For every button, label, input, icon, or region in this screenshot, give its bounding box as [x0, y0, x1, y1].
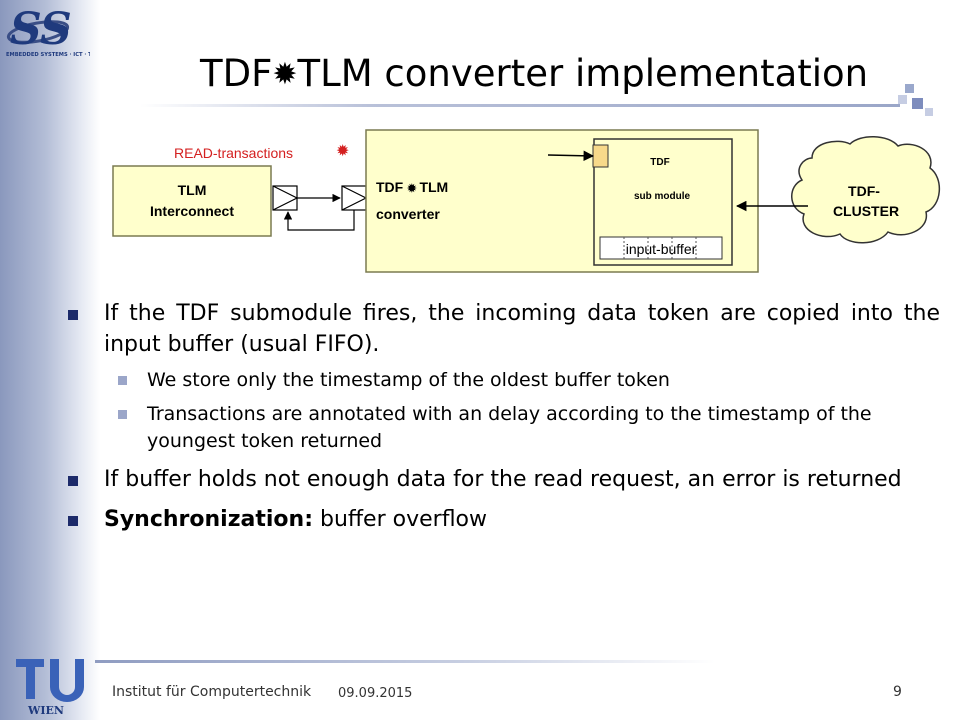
bullet-item: If buffer holds not enough data for the … — [60, 464, 940, 495]
bullet-text: If the TDF submodule fires, the incoming… — [104, 301, 940, 357]
tlm-label-1: TLM — [178, 182, 207, 198]
bullet-list: If the TDF submodule fires, the incoming… — [60, 298, 940, 544]
converter-label-2: converter — [376, 206, 440, 222]
converter-label-1: TDF✹TLM — [376, 179, 448, 195]
bullet-marker — [68, 476, 78, 486]
svg-text:EMBEDDED SYSTEMS · ICT · TU WI: EMBEDDED SYSTEMS · ICT · TU WIEN — [6, 52, 90, 58]
tdf-cluster-cloud — [791, 136, 940, 244]
bullet-marker — [68, 516, 78, 526]
submodule-label-1: TDF — [650, 157, 669, 168]
read-burst-icon: ✹ — [336, 141, 349, 160]
sub-bullet-text: Transactions are annotated with an delay… — [147, 403, 872, 452]
architecture-diagram: TLM Interconnect READ-transactions ✹ TDF… — [112, 129, 940, 273]
burst-icon: ✹ — [272, 57, 298, 92]
bullet-item: If the TDF submodule fires, the incoming… — [60, 298, 940, 360]
bullet-text: If buffer holds not enough data for the … — [104, 467, 902, 492]
footer-institute: Institut für Computertechnik — [112, 684, 312, 700]
title-left: TDF — [200, 52, 273, 95]
input-buffer-label: input-buffer — [626, 241, 697, 257]
converter-burst-icon: ✹ — [406, 183, 417, 195]
submodule-label-2: sub module — [634, 191, 691, 202]
cluster-label-2: CLUSTER — [833, 203, 899, 219]
sub-bullet-item: We store only the timestamp of the oldes… — [60, 367, 940, 394]
tlm-label-2: Interconnect — [150, 203, 234, 219]
slide-title: TDF✹TLM converter implementation — [200, 52, 868, 95]
sub-bullet-item: Transactions are annotated with an delay… — [60, 401, 940, 455]
title-underline — [140, 104, 900, 107]
footer-rule — [95, 660, 715, 663]
footer-date: 09.09.2015 — [338, 686, 413, 701]
cluster-label-1: TDF- — [848, 183, 880, 199]
sub-bullet-marker — [118, 410, 127, 419]
sub-bullet-marker — [118, 376, 127, 385]
tdf-port — [592, 144, 609, 168]
svg-text:S: S — [10, 4, 42, 55]
tu-wien-logo: WIEN — [16, 659, 84, 717]
decorative-squares — [898, 84, 933, 116]
bullet-marker — [68, 310, 78, 320]
bullet-item: Synchronization: buffer overflow — [60, 504, 940, 535]
svg-text:S: S — [40, 4, 72, 55]
sidebar-gradient — [0, 0, 100, 720]
svg-text:WIEN: WIEN — [27, 704, 64, 717]
page-number: 9 — [893, 684, 902, 700]
es-logo: S S EMBEDDED SYSTEMS · ICT · TU WIEN — [6, 4, 90, 58]
target-port — [341, 185, 367, 211]
bullet-bold-text: Synchronization: — [104, 507, 313, 532]
title-right: TLM converter implementation — [297, 52, 869, 95]
read-transactions-label: READ-transactions — [174, 145, 293, 161]
tlm-interconnect-box — [112, 165, 272, 237]
sub-bullet-text: We store only the timestamp of the oldes… — [147, 369, 670, 391]
bullet-text: buffer overflow — [313, 507, 488, 532]
initiator-port — [272, 185, 298, 211]
input-buffer-box — [599, 236, 723, 260]
